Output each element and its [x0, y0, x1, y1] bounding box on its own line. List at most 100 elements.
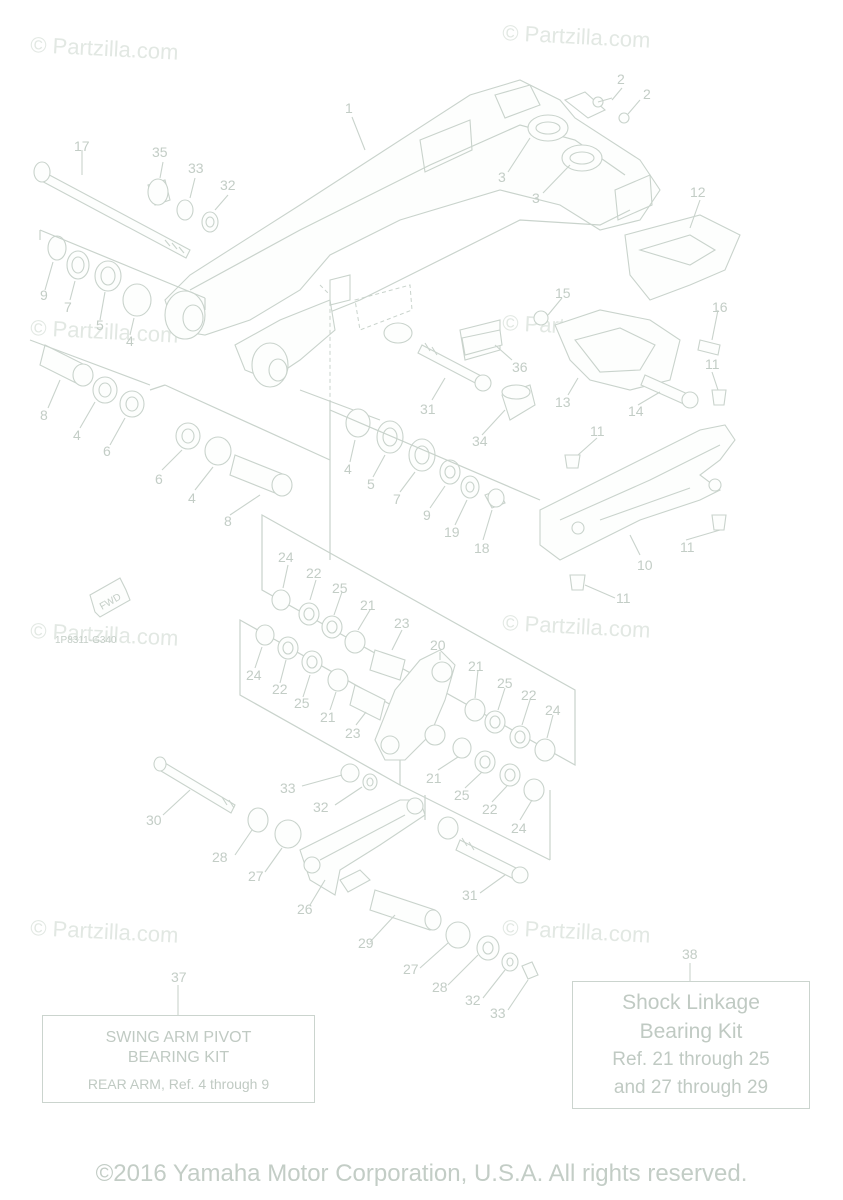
watermark: © Partzilla.com	[30, 915, 179, 948]
callout-21: 21	[360, 597, 376, 613]
callout-7: 7	[64, 299, 72, 315]
callout-23: 23	[394, 615, 410, 631]
callout-4: 4	[126, 333, 134, 349]
callout-36: 36	[512, 359, 528, 375]
kit-title-line1: SWING ARM PIVOT	[105, 1029, 252, 1046]
leader-lines	[44, 87, 721, 1015]
callout-26: 26	[297, 901, 313, 917]
callout-31: 31	[462, 887, 478, 903]
callout-33: 33	[188, 160, 204, 176]
callout-35: 35	[152, 144, 168, 160]
callout-2: 2	[617, 71, 625, 87]
kit-title-line2: BEARING KIT	[127, 1049, 230, 1066]
callout-32: 32	[220, 177, 236, 193]
callout-11: 11	[616, 590, 631, 606]
callout-32: 32	[465, 992, 481, 1008]
kit-reference-line1: Ref. 21 through 25	[612, 1049, 770, 1070]
callout-20: 20	[430, 637, 446, 653]
callout-9: 9	[40, 287, 48, 303]
callout-1: 1	[345, 100, 353, 116]
callout-25: 25	[454, 787, 470, 803]
callout-23: 23	[345, 725, 361, 741]
callout-28: 28	[432, 979, 448, 995]
callout-7: 7	[393, 491, 401, 507]
pivot-bearing-stack-upper	[39, 178, 219, 317]
callout-24: 24	[278, 549, 294, 565]
callout-21: 21	[468, 658, 484, 674]
pivot-bearing-stack-right	[329, 408, 541, 509]
callout-6: 6	[155, 471, 163, 487]
callout-27: 27	[403, 961, 419, 977]
copyright-notice: ©2016 Yamaha Motor Corporation, U.S.A. A…	[95, 1160, 748, 1187]
pivot-shafts	[33, 161, 492, 392]
chain-guide	[624, 214, 741, 301]
pivot-bearing-stack-left	[29, 339, 151, 418]
swing-arm-pivot-bearing-kit-box: SWING ARM PIVOT BEARING KIT REAR ARM, Re…	[42, 1015, 315, 1103]
callout-31: 31	[420, 401, 436, 417]
callout-28: 28	[212, 849, 228, 865]
watermark: © Partzilla.com	[502, 20, 651, 53]
callout-25: 25	[497, 675, 513, 691]
callout-16: 16	[712, 299, 728, 315]
shock-bushings	[461, 329, 536, 421]
watermark: © Partzilla.com	[30, 315, 179, 348]
watermark: © Partzilla.com	[502, 915, 651, 948]
callout-38: 38	[682, 946, 698, 962]
callout-9: 9	[423, 507, 431, 523]
callout-11: 11	[705, 356, 720, 372]
callout-27: 27	[248, 868, 264, 884]
callout-15: 15	[555, 285, 571, 301]
watermark: © Partzilla.com	[30, 32, 179, 65]
callout-17: 17	[74, 138, 90, 154]
callout-25: 25	[332, 580, 348, 596]
fasteners	[533, 310, 727, 591]
callout-34: 34	[472, 433, 488, 449]
callout-numbers: 1 2 2 3 3 12 17 35 33 32 9 7 5 4 8 4 6 6…	[40, 71, 728, 1021]
callout-22: 22	[521, 687, 537, 703]
callout-33: 33	[490, 1005, 506, 1021]
pivot-bearing-stack-center	[149, 384, 331, 497]
callout-22: 22	[272, 681, 288, 697]
callout-4: 4	[344, 461, 352, 477]
callout-37: 37	[171, 969, 187, 985]
callout-24: 24	[511, 820, 527, 836]
chain-slider	[539, 424, 736, 561]
callout-11: 11	[590, 423, 605, 439]
connecting-rod-group	[153, 756, 551, 980]
callout-6: 6	[103, 443, 111, 459]
callout-4: 4	[73, 427, 81, 443]
callout-21: 21	[320, 709, 336, 725]
callout-19: 19	[444, 524, 460, 540]
watermark: © Partzilla.com	[502, 610, 651, 643]
callout-18: 18	[474, 540, 490, 556]
callout-29: 29	[358, 935, 374, 951]
callout-22: 22	[482, 801, 498, 817]
callout-5: 5	[367, 476, 375, 492]
callout-3: 3	[498, 169, 506, 185]
callout-14: 14	[628, 403, 644, 419]
callout-13: 13	[555, 394, 571, 410]
callout-24: 24	[246, 667, 262, 683]
callout-25: 25	[294, 695, 310, 711]
callout-5: 5	[96, 317, 104, 333]
callout-22: 22	[306, 565, 322, 581]
shock-linkage-bearing-kit-box: Shock Linkage Bearing Kit Ref. 21 throug…	[572, 981, 810, 1109]
callout-30: 30	[146, 812, 162, 828]
relay-arm-group	[239, 400, 576, 802]
callout-8: 8	[224, 513, 232, 529]
callout-12: 12	[690, 184, 706, 200]
callout-21: 21	[426, 770, 442, 786]
chain-guide-bracket	[554, 309, 681, 391]
fwd-arrow: FWD 1P8311-G340	[55, 577, 131, 646]
diagram-code: 1P8311-G340	[55, 635, 117, 646]
adjuster-blocks	[494, 84, 630, 172]
callout-3: 3	[532, 190, 540, 206]
callout-4: 4	[188, 490, 196, 506]
kit-reference: REAR ARM, Ref. 4 through 9	[87, 1076, 270, 1092]
kit-reference-line2: and 27 through 29	[613, 1077, 769, 1098]
kit-title-line2: Bearing Kit	[639, 1020, 743, 1043]
callout-11: 11	[680, 539, 695, 555]
callout-32: 32	[313, 799, 329, 815]
kit-title-line1: Shock Linkage	[622, 991, 760, 1014]
